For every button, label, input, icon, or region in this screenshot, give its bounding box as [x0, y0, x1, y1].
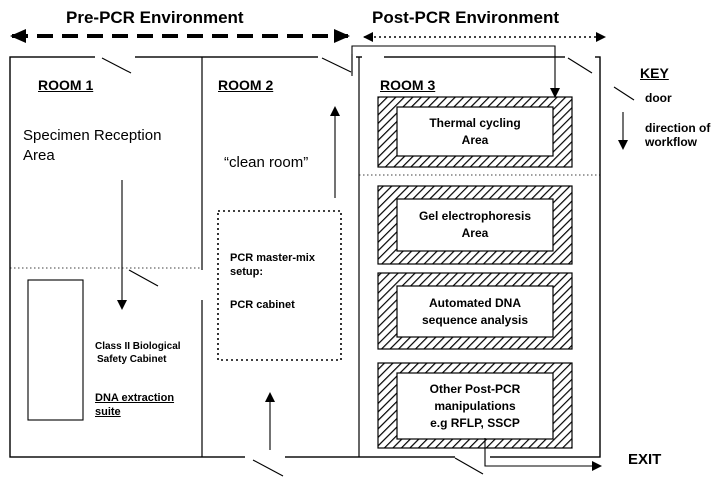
door-room3-top: [567, 57, 593, 74]
key-workflow-line1: direction of: [645, 121, 711, 135]
key-workflow-label: direction of workflow: [645, 121, 710, 149]
specimen-reception-line2: Area: [23, 147, 55, 164]
door-room2-top: [321, 57, 352, 73]
gel-electrophoresis-area: Gel electrophoresis Area: [418, 209, 532, 240]
key-title: KEY: [640, 65, 669, 81]
post-pcr-header: Post-PCR Environment: [372, 8, 560, 27]
key-door-symbol: [613, 86, 635, 101]
pcr-mastermix-label: PCR master-mix setup:: [230, 251, 315, 279]
pcr-cabinet-label: PCR cabinet: [230, 299, 295, 311]
workflow-arrow-exit: [484, 438, 602, 471]
door-room2-bottom: [252, 459, 284, 477]
specimen-reception-label: Specimen Reception Area: [23, 126, 161, 166]
room3-hatched-areas: [377, 96, 573, 449]
key-door-label: door: [645, 91, 672, 105]
room2-title: ROOM 2: [218, 77, 274, 93]
building-outline: [9, 56, 601, 458]
clean-room-label: “clean room”: [224, 154, 309, 171]
specimen-reception-line1: Specimen Reception: [23, 127, 162, 144]
mastermix-line1: PCR master-mix: [230, 252, 315, 264]
door-room1-room2: [128, 269, 159, 287]
cabinet-line2: Safety Cabinet: [97, 354, 167, 365]
room1-title: ROOM 1: [38, 77, 94, 93]
workflow-arrow-to-thermal: [351, 45, 560, 98]
biosafety-cabinet-label: Class II Biological Safety Cabinet: [95, 340, 181, 366]
mastermix-line2: setup:: [230, 266, 263, 278]
cabinet-line1: Class II Biological: [95, 341, 181, 352]
dna-extraction-suite-label: DNA extraction suite: [95, 391, 174, 419]
exit-label: EXIT: [628, 451, 662, 468]
door-room3-bottom: [454, 457, 484, 475]
thermal-cycling-area: Thermal cycling Area: [429, 115, 521, 147]
workflow-arrows: [117, 45, 628, 471]
dna-sequence-analysis-area: Automated DNA sequence analysis: [421, 295, 529, 327]
door-room1-top: [101, 57, 132, 74]
pcr-cabinet-dotted-box: [217, 210, 342, 361]
key-workflow-line2: workflow: [645, 135, 698, 149]
suite-line1: DNA extraction: [95, 392, 175, 404]
room3-title: ROOM 3: [380, 77, 436, 93]
other-post-pcr-area: Other Post-PCR manipulations e.g RFLP, S…: [429, 381, 521, 430]
suite-line2: suite: [95, 406, 121, 418]
biosafety-cabinet-box: [27, 279, 84, 421]
pre-pcr-header: Pre-PCR Environment: [66, 8, 244, 27]
